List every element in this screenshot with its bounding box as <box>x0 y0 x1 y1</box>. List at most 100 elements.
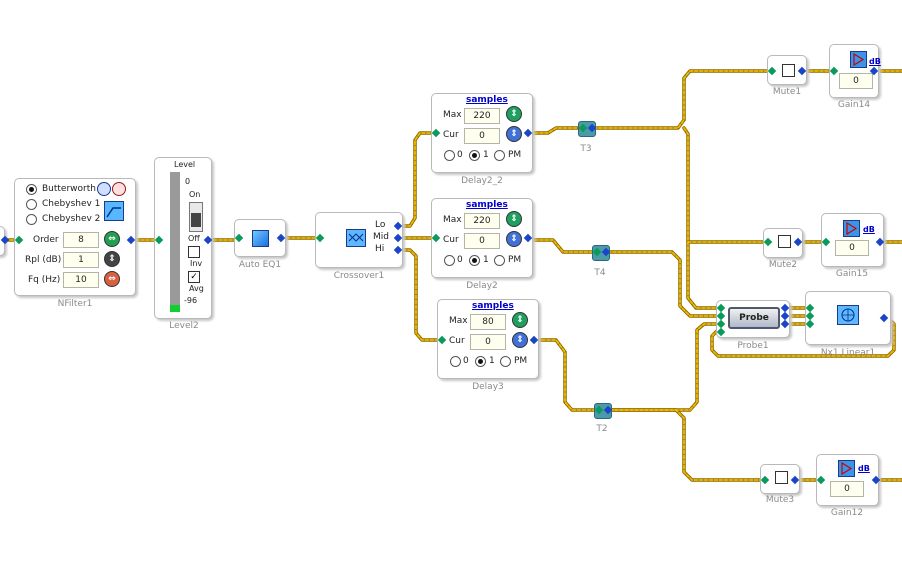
option-0-label: 0 <box>457 255 463 265</box>
option-0-radio[interactable] <box>450 356 461 367</box>
delay-block[interactable]: samples Max 220 ⇕ Cur 0 ⇕ 0 1 PM <box>431 93 533 173</box>
frequency-field[interactable]: 10 <box>63 272 99 288</box>
option-1-label: 1 <box>483 150 489 160</box>
response-graph-icon[interactable] <box>104 201 124 221</box>
gain-value-field[interactable]: 0 <box>839 73 873 89</box>
gain-unit-link[interactable]: dB <box>863 225 875 234</box>
option-pm-radio[interactable] <box>500 356 511 367</box>
samples-link[interactable]: samples <box>466 95 508 105</box>
option-0-radio[interactable] <box>444 255 455 266</box>
cur-stepper-icon[interactable]: ⇕ <box>506 231 522 247</box>
crossover-block[interactable]: Lo Mid Hi <box>315 212 403 268</box>
max-stepper-icon[interactable]: ⇕ <box>506 106 522 122</box>
option-0-label: 0 <box>463 356 469 366</box>
crossover-curve-icon <box>348 233 364 242</box>
nx1-icon[interactable] <box>837 305 859 325</box>
max-field[interactable]: 220 <box>464 213 500 229</box>
mute-checkbox[interactable] <box>775 471 788 484</box>
nx1-block[interactable] <box>805 291 891 345</box>
invert-checkbox[interactable] <box>188 246 200 258</box>
delay-name: Delay2_2 <box>461 176 503 186</box>
cur-stepper-icon[interactable]: ⇕ <box>512 332 528 348</box>
samples-link[interactable]: samples <box>466 200 508 210</box>
delay-block[interactable]: samples Max 80 ⇕ Cur 0 ⇕ 0 1 PM <box>437 299 539 379</box>
option-pm-radio[interactable] <box>494 150 505 161</box>
order-stepper-icon[interactable]: ⇔ <box>104 231 120 247</box>
mute-block[interactable] <box>767 55 807 85</box>
mute-name: Mute2 <box>768 260 798 270</box>
max-field[interactable]: 80 <box>470 314 506 330</box>
option-pm-label: PM <box>508 255 522 265</box>
invert-label: Inv <box>190 259 203 268</box>
option-0-label: 0 <box>457 150 463 160</box>
gain-block[interactable]: dB 0 <box>829 44 881 98</box>
ripple-stepper-icon[interactable]: ⇕ <box>104 251 120 267</box>
level-meter <box>170 172 180 312</box>
chebyshev2-radio[interactable] <box>26 214 37 225</box>
gain-triangle-icon[interactable] <box>838 460 855 477</box>
delay-name: Delay3 <box>472 382 504 392</box>
gain-block[interactable]: dB 0 <box>821 213 884 267</box>
cur-stepper-icon[interactable]: ⇕ <box>506 126 522 142</box>
gain-triangle-icon[interactable] <box>850 51 867 68</box>
option-pm-radio[interactable] <box>494 255 505 266</box>
max-label: Max <box>443 110 462 120</box>
cur-field[interactable]: 0 <box>470 334 506 350</box>
mute-name: Mute1 <box>772 87 802 97</box>
level-block[interactable]: Level 0 On Off Inv ✓ Avg -96 <box>154 157 212 319</box>
option-1-radio[interactable] <box>469 150 480 161</box>
cur-field[interactable]: 0 <box>464 233 500 249</box>
probe-button[interactable]: Probe <box>728 307 780 329</box>
crossover-icon[interactable] <box>346 229 366 247</box>
autoeq-icon[interactable] <box>252 230 269 247</box>
filter-type-icon[interactable] <box>97 182 111 196</box>
delay-block[interactable]: samples Max 220 ⇕ Cur 0 ⇕ 0 1 PM <box>431 198 533 278</box>
mute-checkbox[interactable] <box>782 64 795 77</box>
probe-block[interactable]: Probe <box>716 300 790 338</box>
gain-unit-link[interactable]: dB <box>858 464 870 473</box>
on-label: On <box>189 190 201 199</box>
option-pm-label: PM <box>508 150 522 160</box>
gain-value-field[interactable]: 0 <box>835 240 869 256</box>
cur-label: Cur <box>443 130 459 140</box>
autoeq-name: Auto EQ1 <box>238 260 282 270</box>
option-pm-label: PM <box>514 356 528 366</box>
level-title: Level <box>174 160 196 169</box>
option-1-radio[interactable] <box>475 356 486 367</box>
samples-link[interactable]: samples <box>472 301 514 311</box>
mute-name: Mute3 <box>765 495 795 505</box>
frequency-stepper-icon[interactable]: ⇔ <box>104 271 120 287</box>
cur-label: Cur <box>443 235 459 245</box>
toggle-handle[interactable] <box>191 213 201 227</box>
option-1-label: 1 <box>483 255 489 265</box>
highpass-curve-icon <box>106 207 121 218</box>
option-1-radio[interactable] <box>469 255 480 266</box>
order-field[interactable]: 8 <box>63 232 99 248</box>
option-0-radio[interactable] <box>444 150 455 161</box>
tee-t4-name: T4 <box>594 268 606 278</box>
nfilter-name: NFilter1 <box>57 299 93 309</box>
on-off-toggle[interactable] <box>189 202 203 232</box>
max-stepper-icon[interactable]: ⇕ <box>512 312 528 328</box>
average-checkbox[interactable]: ✓ <box>188 271 200 283</box>
waveform-icon[interactable] <box>112 182 126 196</box>
gain-value-field[interactable]: 0 <box>830 481 864 497</box>
gain-block[interactable]: dB 0 <box>816 454 879 506</box>
mixer-icon <box>841 308 855 322</box>
probe-name: Probe1 <box>737 341 769 351</box>
tee-t2-name: T2 <box>596 424 608 434</box>
gain-triangle-icon[interactable] <box>843 220 860 237</box>
nx1-name: Nx1 Linear1 <box>820 348 876 358</box>
butterworth-radio[interactable] <box>26 184 37 195</box>
average-label: Avg <box>189 284 204 293</box>
max-label: Max <box>449 316 468 326</box>
max-field[interactable]: 220 <box>464 108 500 124</box>
chebyshev1-radio[interactable] <box>26 199 37 210</box>
mute-checkbox[interactable] <box>778 235 791 248</box>
ripple-field[interactable]: 1 <box>63 252 99 268</box>
ripple-label: Rpl (dB) <box>25 255 62 265</box>
max-stepper-icon[interactable]: ⇕ <box>506 211 522 227</box>
cur-field[interactable]: 0 <box>464 128 500 144</box>
gain-unit-link[interactable]: dB <box>869 57 881 66</box>
nfilter-block[interactable]: Butterworth Chebyshev 1 Chebyshev 2 Orde… <box>14 178 136 296</box>
